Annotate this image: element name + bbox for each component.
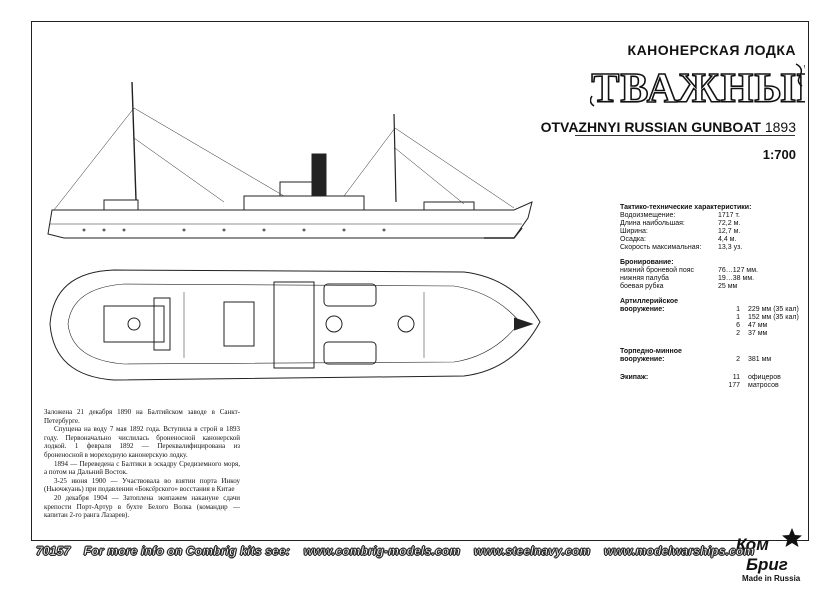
scale-label: 1:700 [762, 147, 796, 162]
spec-qty: 11 [732, 374, 740, 381]
spec-row: нижняя палуба 19…38 мм. [620, 275, 810, 283]
ship-name-text: ОТВАЖНЫЙ [590, 66, 805, 112]
footer-link-modelwarships[interactable]: www.modelwarships.com [603, 544, 755, 559]
spec-value: 47 мм [748, 322, 768, 329]
history-paragraph: Спущена на воду 7 мая 1892 года. Вступил… [44, 425, 240, 459]
spec-row: вооружение: 1 229 мм (35 кал) [620, 306, 810, 314]
spec-value: 72,2 м. [718, 220, 741, 227]
spec-row: 6 47 мм [620, 322, 810, 330]
history-paragraph: 3-25 июня 1900 — Участвовала во взятии п… [44, 476, 240, 494]
spec-row: боевая рубка 25 мм [620, 283, 810, 291]
spec-value: 4,4 м. [718, 236, 737, 243]
footer-link-combrig[interactable]: www.combrig-models.com [303, 544, 461, 559]
spec-row: Ширина: 12,7 м. [620, 228, 810, 236]
combrig-logo: Ком Бриг [736, 528, 802, 574]
spec-value: 25 мм [718, 283, 738, 290]
footer-link-steelnavy[interactable]: www.steelnavy.com [473, 544, 591, 559]
spec-key: Осадка: [620, 236, 646, 243]
ship-title-en-text: OTVAZHNYI RUSSIAN GUNBOAT [540, 119, 761, 135]
ship-year: 1893 [764, 119, 796, 135]
spec-qty: 2 [736, 356, 740, 363]
spec-key: Длина наибольшая: [620, 220, 685, 227]
history-paragraph: Заложена 21 декабря 1890 на Балтийском з… [44, 408, 240, 425]
spec-key: Ширина: [620, 228, 648, 235]
spec-row: 177 матросов [620, 382, 810, 390]
spec-qty: 1 [736, 306, 740, 313]
spec-row: вооружение: 2 381 мм [620, 356, 810, 364]
spec-key: боевая рубка [620, 283, 664, 290]
made-in-label: Made in Russia [742, 574, 801, 583]
kit-code: 70157 [36, 544, 71, 559]
specs-armor-title: Бронирование: [620, 259, 674, 266]
spec-row: нижний броневой пояс 76…127 мм. [620, 267, 810, 275]
spec-value: 152 мм (35 кал) [748, 314, 799, 321]
footer-info: For more info on Combrig kits see: [83, 544, 291, 559]
spec-value: матросов [748, 382, 779, 389]
spec-key: Водоизмещение: [620, 212, 676, 219]
spec-value: 19…38 мм. [718, 275, 755, 282]
spec-value: 381 мм [748, 356, 772, 363]
ship-title-en: OTVAZHNYI RUSSIAN GUNBOAT 1893 [541, 119, 796, 135]
spec-qty: 1 [736, 314, 740, 321]
specs-torp-title: Торпедно-минное [620, 348, 682, 355]
spec-row: Осадка: 4,4 м. [620, 236, 810, 244]
history-text: Заложена 21 декабря 1890 на Балтийском з… [44, 408, 240, 520]
spec-row: 2 37 мм [620, 330, 810, 338]
spec-key: вооружение: [620, 306, 665, 313]
spec-row: Длина наибольшая: 72,2 м. [620, 220, 810, 228]
spec-value: 76…127 мм. [718, 267, 758, 274]
history-paragraph: 20 декабря 1904 — Затоплена экипажем нак… [44, 493, 240, 520]
ship-name-logo: ОТВАЖНЫЙ [590, 63, 805, 112]
spec-key: нижняя палуба [620, 275, 669, 282]
spec-value: 12,7 м. [718, 228, 741, 235]
spec-row: 1 152 мм (35 кал) [620, 314, 810, 322]
specs-art-title: Артиллерийское [620, 298, 679, 305]
spec-key: Экипаж: [620, 374, 649, 381]
footer-bar: 70157 For more info on Combrig kits see:… [36, 544, 776, 560]
spec-qty: 6 [736, 322, 740, 329]
history-paragraph: 1894 — Переведена с Балтики в эскадру Ср… [44, 459, 240, 477]
spec-value: 13,3 уз. [718, 244, 743, 251]
spec-qty: 2 [736, 330, 740, 337]
spec-value: 37 мм [748, 330, 768, 337]
brand-line1: Ком [736, 535, 769, 554]
ship-plan-view [49, 269, 541, 381]
spec-key: нижний броневой пояс [620, 267, 695, 274]
brand-line2: Бриг [746, 555, 788, 574]
spec-key: Скорость максимальная: [620, 244, 702, 251]
spec-value: офицеров [748, 374, 781, 381]
spec-row: Скорость максимальная: 13,3 уз. [620, 244, 810, 252]
title-rule [575, 135, 795, 136]
specifications: Тактико-технические характеристики: Водо… [620, 204, 810, 390]
spec-key: вооружение: [620, 356, 665, 363]
ship-type-ru: КАНОНЕРСКАЯ ЛОДКА [627, 42, 796, 58]
spec-value: 229 мм (35 кал) [748, 306, 799, 313]
spec-value: 1717 т. [718, 212, 740, 219]
ship-side-profile [47, 81, 533, 239]
spec-qty: 177 [728, 382, 740, 389]
spec-row: Экипаж: 11 офицеров [620, 374, 810, 382]
specs-ttx-title: Тактико-технические характеристики: [620, 204, 752, 211]
spec-row: Водоизмещение: 1717 т. [620, 212, 810, 220]
